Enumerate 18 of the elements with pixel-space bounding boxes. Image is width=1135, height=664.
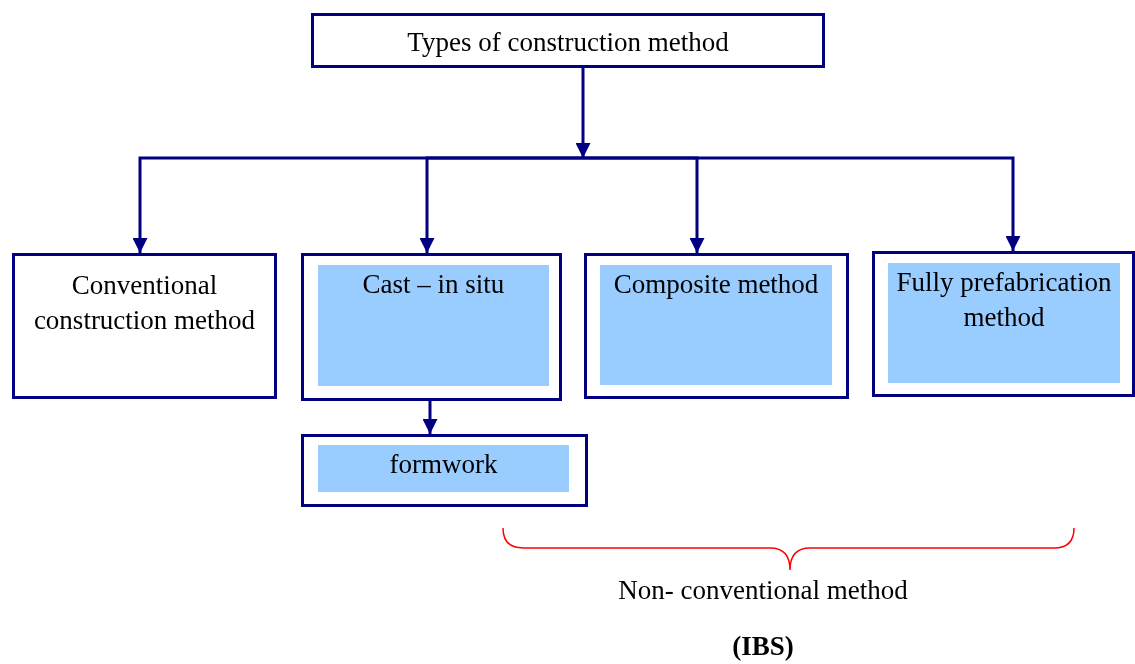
arrow [583,156,1021,251]
process-box [12,253,277,399]
annotation-text: (IBS) [732,631,794,662]
box-text: Types of construction method [406,26,730,59]
process-box [301,434,588,507]
box-text: Cast – in situ [361,268,506,301]
process-box [584,253,849,399]
box-text: Fully prefabrication method [895,266,1113,334]
arrow [422,401,438,434]
box-text: formwork [388,448,499,481]
arrow [575,68,591,158]
box-text: Composite method [612,268,820,301]
annotation-text: Non- conventional method [618,575,908,606]
box-text: Conventional construction method [32,269,257,337]
process-box [872,251,1135,397]
arrow [419,156,583,253]
process-box [311,13,825,68]
process-box [301,253,562,401]
